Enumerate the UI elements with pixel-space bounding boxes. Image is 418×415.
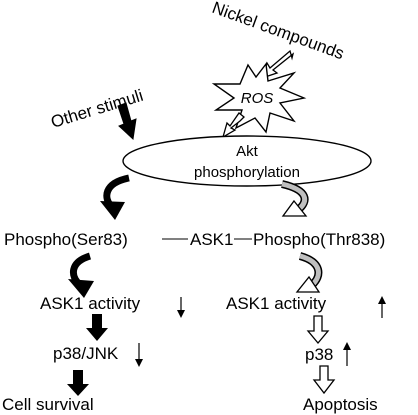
ser83-to-activity-arrowhead <box>68 279 94 298</box>
akt-to-ser83-arrowhead <box>100 201 125 220</box>
akt-label: Akt <box>236 143 259 160</box>
ask1-activity-right-label: ASK1 activity <box>226 294 327 313</box>
thr838-to-activity-arrowhead <box>295 275 321 293</box>
other-stimuli-to-akt-arrow <box>117 102 137 141</box>
akt-phosphorylation-node <box>122 135 372 187</box>
ask1-label: ASK1 <box>190 230 233 249</box>
ros-label: ROS <box>241 90 274 107</box>
p38jnk-to-survival-arrow <box>67 370 89 396</box>
phospho-ser83-label: Phospho(Ser83) <box>4 230 128 249</box>
activity-to-p38jnk-arrow <box>86 314 108 341</box>
ask1-activity-left-label: ASK1 activity <box>40 294 141 313</box>
p38-label: p38 <box>305 345 333 364</box>
p38-jnk-label: p38/JNK <box>53 344 119 363</box>
activity-to-p38-arrow <box>306 315 330 345</box>
phosphorylation-label: phosphorylation <box>194 164 300 181</box>
akt-to-thr838-arrowhead <box>281 199 308 217</box>
apoptosis-label: Apoptosis <box>303 395 378 414</box>
nickel-compounds-label: Nickel compounds <box>210 0 347 63</box>
cell-survival-label: Cell survival <box>2 395 94 414</box>
p38-to-apoptosis-arrow <box>312 365 336 395</box>
ros-starburst <box>211 62 307 134</box>
phospho-thr838-label: Phospho(Thr838) <box>253 230 385 249</box>
